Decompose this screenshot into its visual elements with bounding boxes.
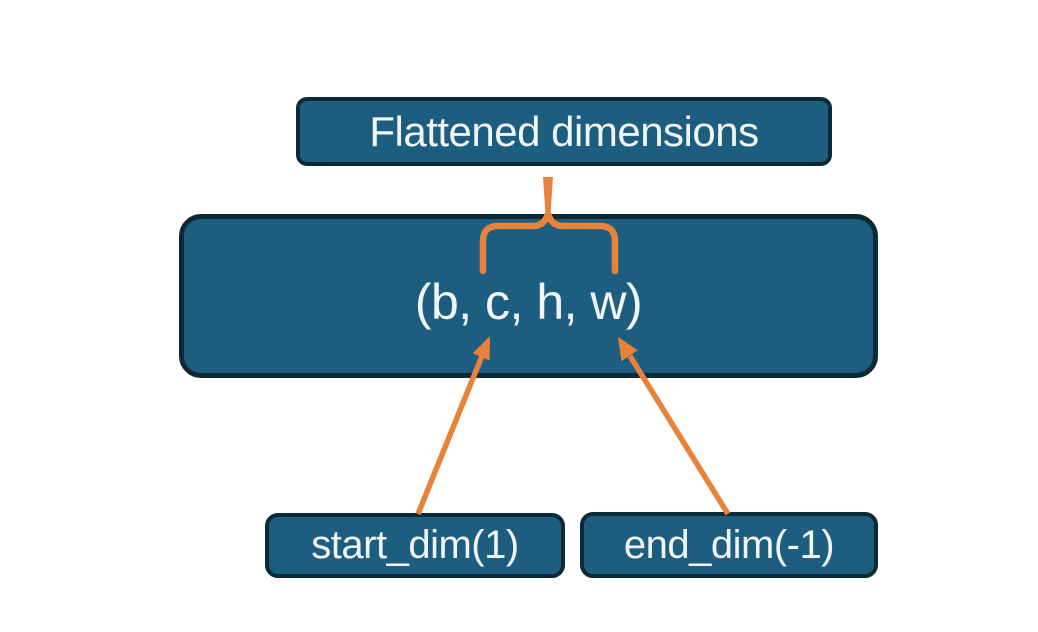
brace-stem-connector [543, 177, 553, 214]
node-start-dim: start_dim(1) [265, 513, 565, 578]
node-flattened-dimensions-label: Flattened dimensions [369, 107, 759, 155]
node-flattened-dimensions: Flattened dimensions [296, 97, 832, 166]
node-start-dim-label: start_dim(1) [311, 523, 519, 567]
node-end-dim: end_dim(-1) [580, 512, 878, 578]
node-tensor-shape-label: (b, c, h, w) [414, 274, 643, 330]
node-tensor-shape: (b, c, h, w) [179, 214, 878, 378]
node-end-dim-label: end_dim(-1) [623, 522, 835, 567]
